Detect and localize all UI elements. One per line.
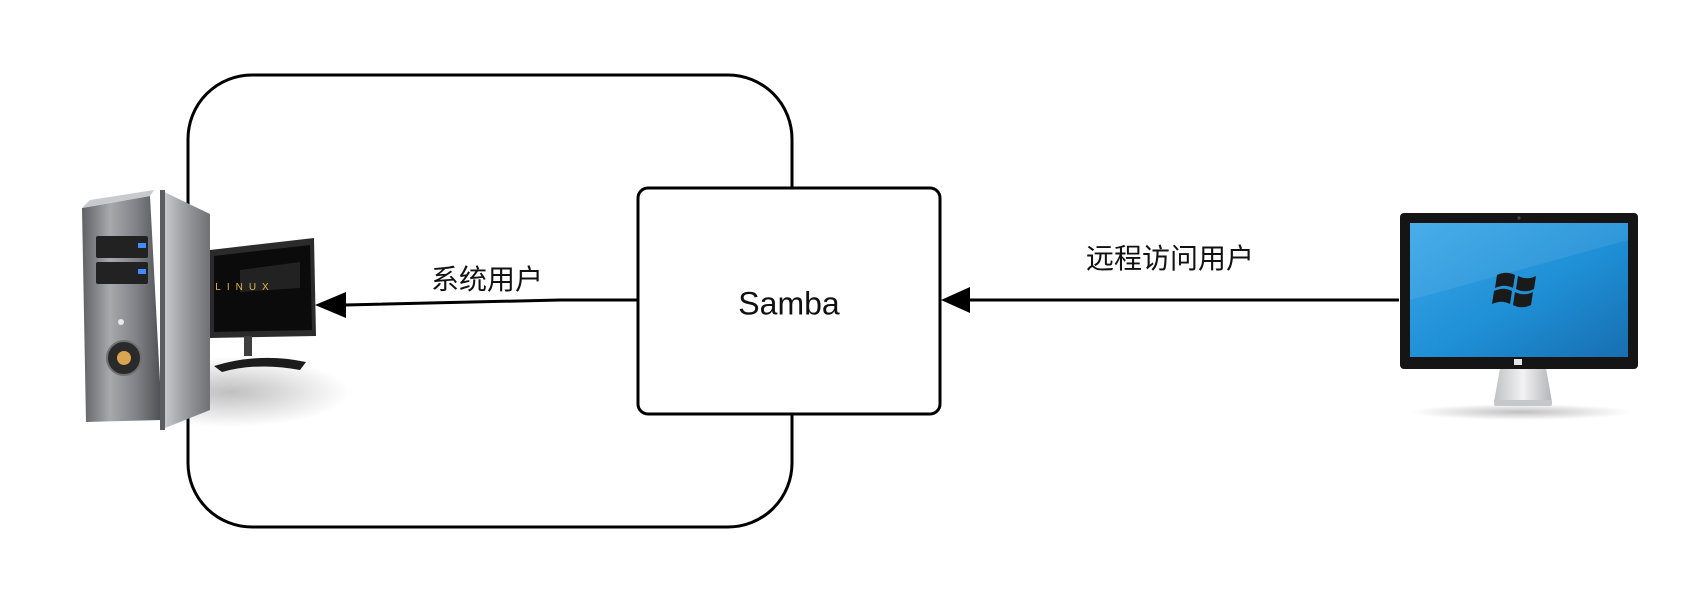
- linux-server-icon: LINUX: [82, 190, 350, 430]
- windows-logo-icon: [1492, 272, 1536, 308]
- linux-door-panel: [160, 190, 210, 430]
- edge-system-user-label: 系统用户: [431, 263, 543, 296]
- edge-remote-user-label: 远程访问用户: [1086, 242, 1254, 275]
- samba-node[interactable]: Samba: [636, 186, 942, 416]
- drive-bay-1: [96, 236, 148, 258]
- linux-monitor: [210, 238, 316, 372]
- samba-label: Samba: [738, 285, 840, 321]
- edge-remote-user: 远程访问用户: [941, 242, 1399, 313]
- linux-badge: LINUX: [215, 282, 274, 293]
- edge-system-user: 系统用户: [315, 263, 638, 318]
- edge-system-user-line: [344, 298, 638, 307]
- drive-bay-2: [96, 262, 148, 284]
- edge-system-user-arrowhead: [315, 292, 346, 318]
- edge-remote-user-arrowhead: [941, 287, 970, 313]
- windows-monitor-icon: [1400, 213, 1638, 420]
